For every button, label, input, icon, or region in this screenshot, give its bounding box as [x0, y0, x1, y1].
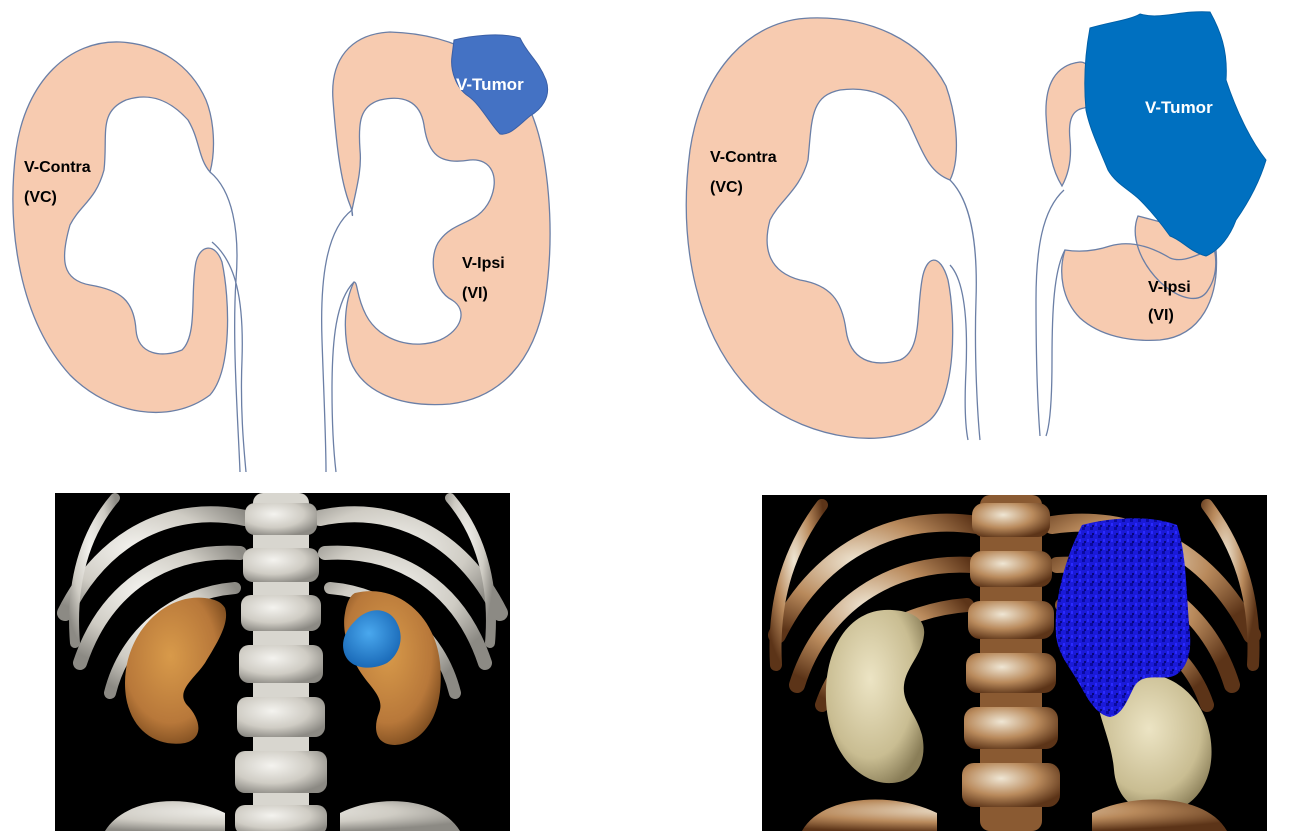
right-ct-image — [762, 495, 1267, 831]
right-ipsi-label-2: (VI) — [1148, 307, 1174, 324]
left-contra-label-2: (VC) — [24, 189, 57, 206]
right-ipsi-label-1: V-Ipsi — [1148, 279, 1191, 296]
left-tumor-label: V-Tumor — [456, 75, 524, 94]
left-contra-kidney — [13, 42, 228, 413]
left-contra-label-1: V-Contra — [24, 159, 91, 176]
right-ipsi-ureter — [1036, 190, 1064, 436]
left-ipsi-label-2: (VI) — [462, 285, 488, 302]
right-kidney-diagram: V-Contra (VC) V-Ipsi (VI) V-Tumor — [660, 0, 1290, 480]
right-contra-label-2: (VC) — [710, 179, 743, 196]
right-contra-label-1: V-Contra — [710, 149, 777, 166]
right-contra-ureter-inner — [950, 265, 968, 440]
right-ct-render — [762, 495, 1267, 831]
left-ipsi-label-1: V-Ipsi — [462, 255, 505, 272]
left-ct-image — [55, 493, 510, 831]
left-kidney-diagram: V-Contra (VC) V-Ipsi (VI) V-Tumor — [0, 0, 640, 480]
right-contra-kidney — [686, 18, 956, 438]
right-tumor-label: V-Tumor — [1145, 98, 1213, 117]
right-tumor — [1085, 12, 1266, 256]
left-ct-render — [55, 493, 510, 831]
